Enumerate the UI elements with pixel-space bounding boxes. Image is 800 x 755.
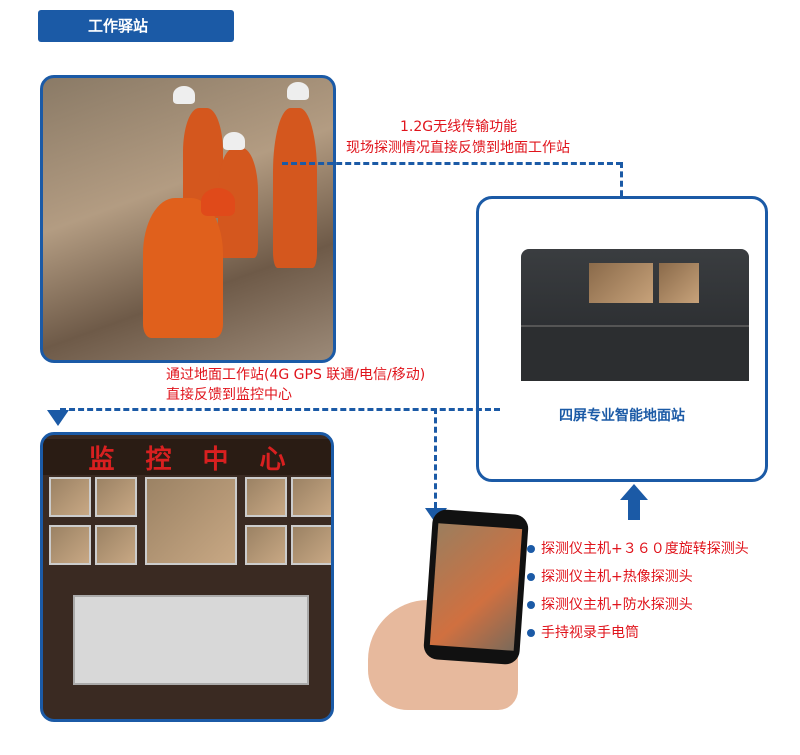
helmet [223, 132, 245, 150]
video-tile [49, 525, 91, 565]
rescuer-figure [143, 198, 223, 338]
bullet-icon [527, 545, 535, 553]
feature-item: 探测仪主机+防水探测头 [527, 591, 749, 619]
case-tray [521, 325, 749, 381]
feature-item: 探测仪主机+３６０度旋转探测头 [527, 535, 749, 563]
title-char: 控 [145, 445, 172, 475]
control-desk [73, 595, 309, 685]
helmet [173, 86, 195, 104]
video-tile [95, 477, 137, 517]
title-char: 监 [88, 445, 115, 475]
dashed-connector [434, 408, 437, 508]
video-tile [245, 477, 287, 517]
feature-item: 手持视录手电筒 [527, 619, 749, 647]
video-tile [49, 477, 91, 517]
title-char: 中 [202, 445, 229, 475]
wireless-line2: 现场探测情况直接反馈到地面工作站 [346, 140, 570, 156]
video-tile [291, 525, 331, 565]
dashed-connector [60, 408, 500, 411]
arrow-down-icon [47, 410, 69, 426]
bullet-icon [527, 573, 535, 581]
section-header: 工作驿站 [38, 10, 234, 42]
dashed-connector [282, 162, 622, 165]
feature-list: 探测仪主机+３６０度旋转探测头 探测仪主机+热像探测头 探测仪主机+防水探测头 … [527, 535, 749, 647]
relay-line1: 通过地面工作站(4G GPS 联通/电信/移动) [166, 367, 426, 383]
ground-station-panel: 四屏专业智能地面站 [476, 196, 768, 482]
video-tile [291, 477, 331, 517]
rescuer-figure [273, 108, 317, 268]
arrow-up-icon [620, 484, 648, 520]
smartphone-image [422, 508, 530, 666]
bullet-icon [527, 629, 535, 637]
title-char: 心 [259, 445, 286, 475]
station-screen [659, 263, 699, 303]
rescue-scene-photo [40, 75, 336, 363]
station-screen [589, 263, 653, 303]
station-label: 四屏专业智能地面站 [559, 408, 685, 424]
bullet-icon [527, 601, 535, 609]
monitoring-center-photo: 监 控 中 心 [40, 432, 334, 722]
monitor-center-title: 监 控 中 心 [43, 439, 331, 475]
wireless-line1: 1.2G无线传输功能 [400, 119, 518, 135]
helmet [287, 82, 309, 100]
ground-station-case [521, 249, 749, 381]
video-tile [245, 525, 287, 565]
relay-line2: 直接反馈到监控中心 [166, 387, 292, 403]
main-video-tile [145, 477, 237, 565]
helmet [201, 188, 235, 216]
feature-item: 探测仪主机+热像探测头 [527, 563, 749, 591]
video-tile [95, 525, 137, 565]
